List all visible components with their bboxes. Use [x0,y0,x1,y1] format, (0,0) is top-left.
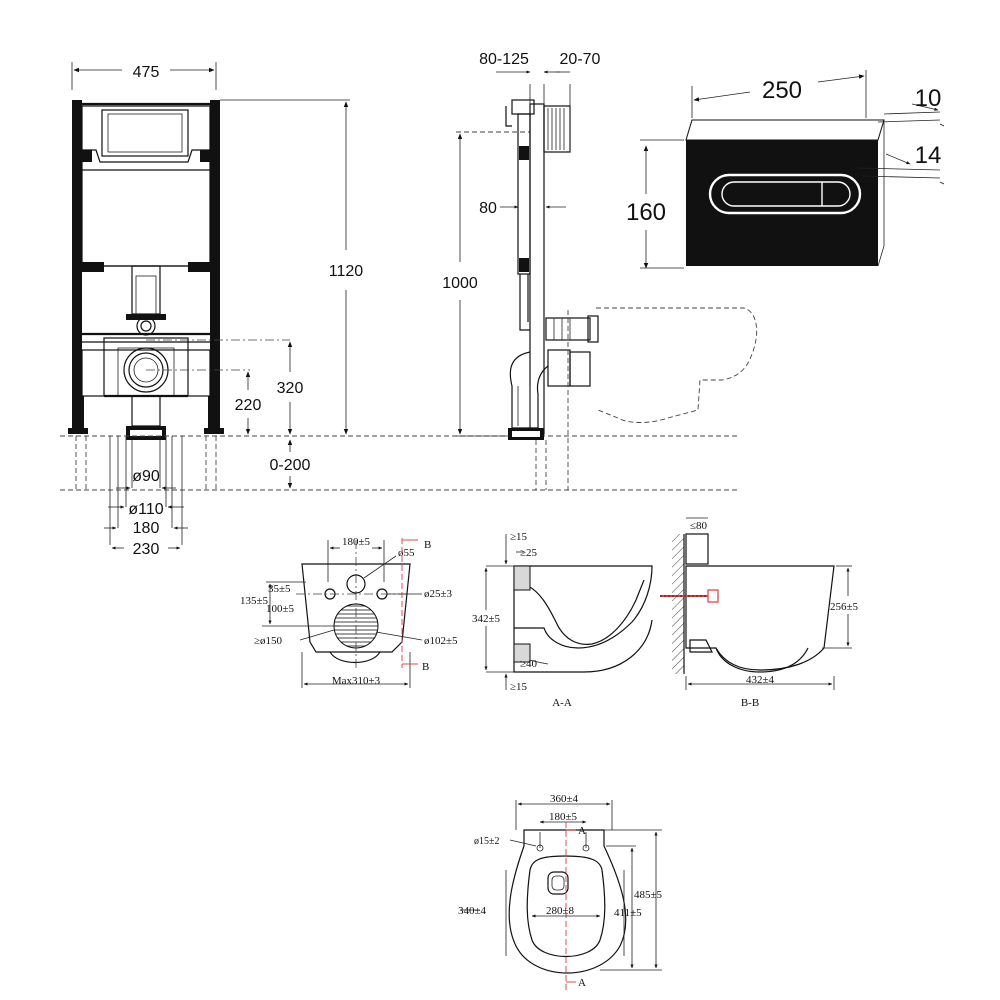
dim-frame-width: 475 [133,64,160,81]
dim-min-40: ≥40 [520,658,538,670]
dim-bowl-length-485: 485±5 [634,889,663,901]
dim-depth-80-125: 80-125 [479,51,529,68]
dim-offset-20-70: 20-70 [560,51,601,68]
dim-section-height-256: 256±5 [830,601,859,613]
inspection-opening [101,109,189,157]
dim-plate-height: 160 [626,199,666,226]
flush-plate-edge [685,119,885,141]
section-aa-caption: A-A [552,697,572,709]
section-b-bottom-label: B [422,661,429,673]
dim-frame-height: 1120 [329,263,364,280]
dim-bowl-width-340: 340±4 [458,905,487,917]
dim-bolt-spacing: 180±5 [342,536,371,548]
dim-max-width-310: Max310±3 [332,675,381,687]
dim-height-320: 320 [277,380,304,397]
bowl-section-aa: 342±5 ≥15 ≥25 ≥40 ≥15 A-A [472,531,653,709]
dim-diameter-90: ø90 [132,468,160,485]
bowl-section-bb: ≤80 256±5 432±4 B-B [660,517,859,709]
dim-width-180: 180 [133,520,160,537]
frame-side-dimensions: 80-125 20-70 1000 80 [442,51,601,435]
flush-plate-dimensions: 250 160 10 14 [626,70,945,269]
frame-left-rail [72,100,82,430]
dim-height-35: 35±5 [268,583,291,595]
dim-plate-width: 250 [762,77,802,104]
bowl-top-drain [547,871,569,895]
bowl-back-outline [301,563,411,653]
flush-button-ring [708,173,862,215]
bowl-back-view: 180±5 ø55 ø25±3 ø102±5 ≥ø150 135±5 35±5 … [240,536,458,688]
side-bowl-outline [596,307,758,423]
fixing-bolt [707,589,719,603]
section-aa-outer [514,565,653,649]
section-b-top-label: B [424,539,431,551]
dim-min-15-bottom: ≥15 [510,681,528,693]
dim-min-outlet-150: ≥ø150 [254,635,283,647]
bowl-top-view: 180±5 A A 360±4 ø15±2 340±4 280±8 485±5 … [458,793,663,990]
dim-inlet-diameter: ø55 [398,547,415,559]
side-cistern [517,113,531,275]
dim-bowl-length-411: 411±5 [614,907,642,919]
dim-width-230: 230 [133,541,160,558]
dim-min-25: ≥25 [520,547,538,559]
section-a-bottom-label: A [578,977,586,989]
side-drain-bend [509,351,549,429]
section-a-top-label: A [578,825,586,837]
dim-height-135: 135±5 [240,595,269,607]
section-bb-caption: B-B [741,697,759,709]
bowl-top-outer [508,829,627,974]
frame-side-view [456,84,758,490]
frame-front-dimensions: 475 1120 320 220 0-200 ø90 ø110 180 230 [71,62,364,558]
dim-height-1000: 1000 [442,275,478,292]
dim-seat-hole-diameter: ø15±2 [474,836,500,847]
dim-depth-80: 80 [479,200,497,217]
dim-diameter-110: ø110 [128,501,163,518]
section-bb-outline [685,565,835,671]
dim-button-depth: 14 [915,142,942,169]
dim-plate-thickness: 10 [915,85,942,112]
dim-max-80: ≤80 [690,520,708,532]
dim-bowl-width-360: 360±4 [550,793,579,805]
frame-front-view [68,99,350,545]
dim-seat-hole-spacing: 180±5 [549,811,578,823]
dim-outlet-diameter: ø102±5 [424,635,458,647]
dim-height-220: 220 [235,397,262,414]
dim-fixing-hole-diameter: ø25±3 [424,588,453,600]
dim-height-100: 100±5 [266,603,295,615]
flush-button [721,181,851,207]
flush-plate [685,119,885,267]
dim-floor-range: 0-200 [270,457,311,474]
dim-section-length-432: 432±4 [746,674,775,686]
dim-min-15-top: ≥15 [510,531,528,543]
dim-section-height-342: 342±5 [472,613,501,625]
frame-right-rail [210,100,220,430]
cistern [81,105,211,267]
bowl-top-inner [526,855,606,958]
wall-hatch [672,534,684,674]
dim-inner-width-280: 280±8 [546,905,575,917]
